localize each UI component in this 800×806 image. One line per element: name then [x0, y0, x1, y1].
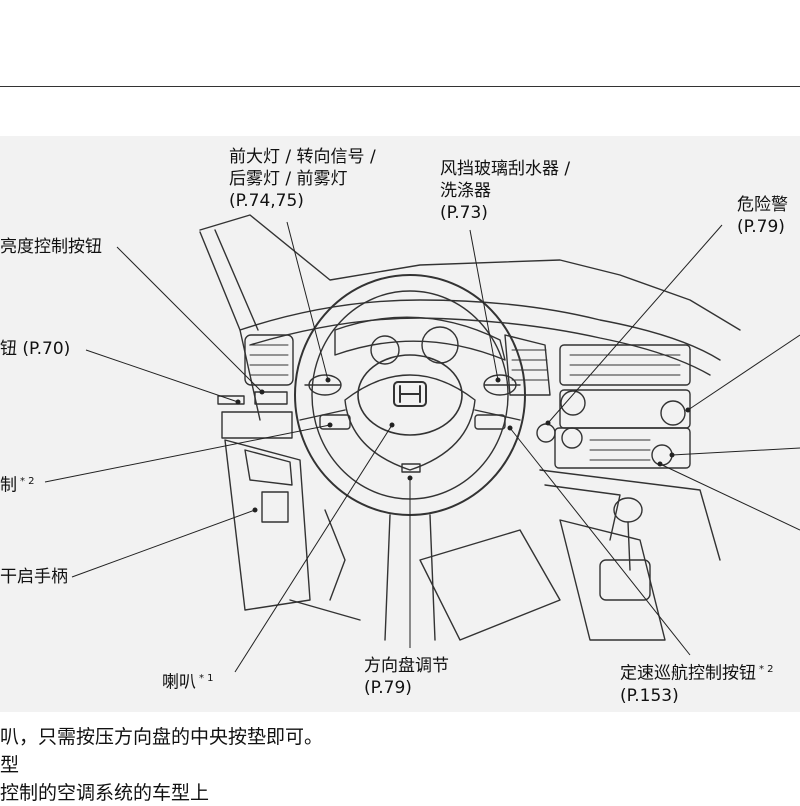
- page-ref: (P.74,75): [229, 191, 304, 211]
- footnote-mark: * 1: [199, 673, 214, 684]
- label-release-lever: 干启手柄: [0, 567, 68, 587]
- label-windshield-wipers-washer: 风挡玻璃刮水器 / 洗涤器 (P.73): [440, 159, 571, 223]
- label-horn: 喇叭* 1: [162, 672, 214, 693]
- note-model: 型: [0, 754, 20, 776]
- page-ref: (P.79): [364, 678, 412, 698]
- header-rule: [0, 86, 800, 87]
- note-horn-instruction: 叭，只需按压方向盘的中央按垫即可。: [0, 726, 324, 748]
- label-steering-wheel-adjustment: 方向盘调节 (P.79): [364, 656, 449, 698]
- note-climate-control-models: 控制的空调系统的车型上: [0, 782, 210, 804]
- label-brightness-control-button: 亮度控制按钮: [0, 237, 102, 257]
- label-headlights-turn-signal-fog: 前大灯 / 转向信号 / 后雾灯 / 前雾灯 (P.74,75): [229, 147, 376, 211]
- label-control-left: 制* 2: [0, 475, 35, 496]
- page-ref: (P.79): [737, 217, 785, 237]
- page-ref: (P.153): [620, 685, 679, 706]
- footnote-mark: * 2: [20, 476, 35, 487]
- label-hazard-warning: 危险警 (P.79): [737, 195, 788, 237]
- label-cruise-control-buttons: 定速巡航控制按钮* 2 (P.153): [620, 663, 774, 706]
- page-ref: (P.73): [440, 203, 488, 223]
- label-button-p70: 钮 (P.70): [0, 339, 71, 359]
- footnote-mark: * 2: [759, 664, 774, 675]
